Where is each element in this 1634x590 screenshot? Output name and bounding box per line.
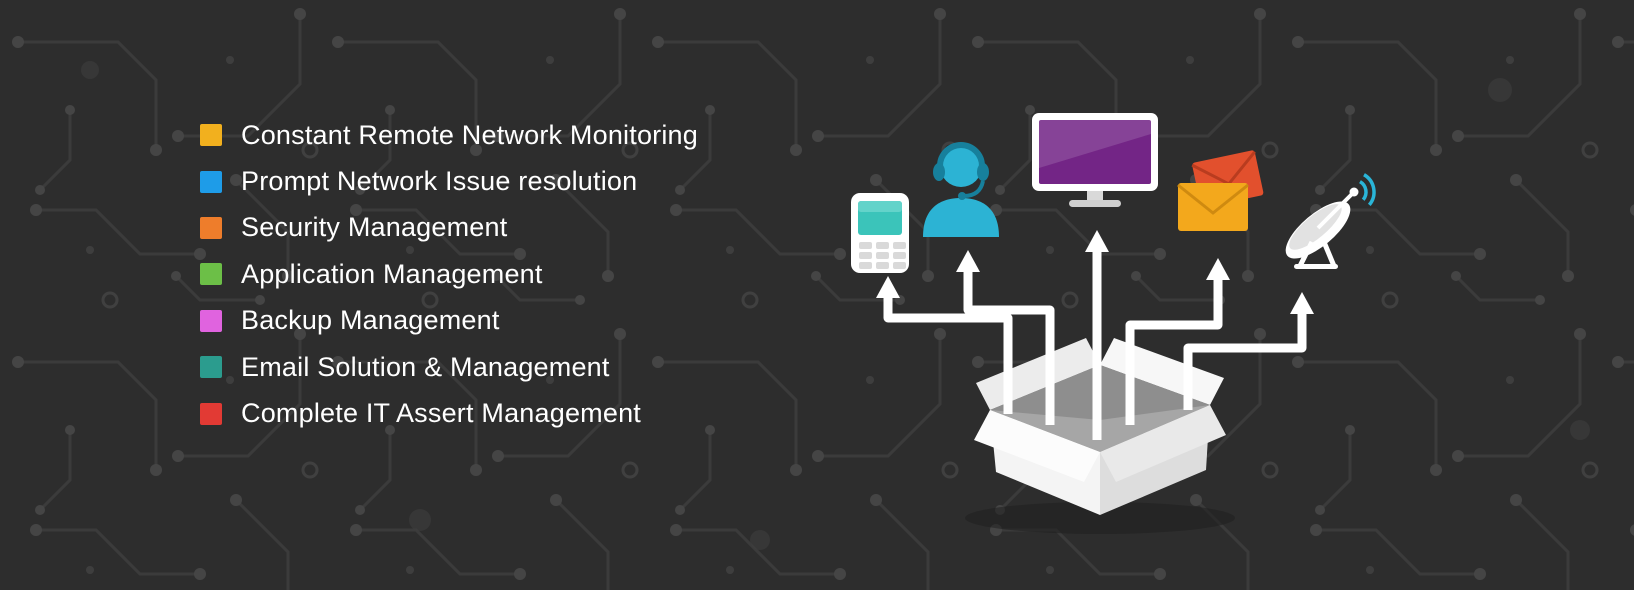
service-label: Security Management bbox=[241, 212, 508, 243]
support-agent-icon bbox=[923, 142, 999, 237]
bullet-square bbox=[200, 170, 222, 193]
list-item: Application Management bbox=[200, 251, 698, 297]
services-list: Constant Remote Network Monitoring Promp… bbox=[200, 112, 698, 437]
list-item: Prompt Network Issue resolution bbox=[200, 158, 698, 204]
list-item: Complete IT Assert Management bbox=[200, 390, 698, 436]
bullet-square bbox=[200, 216, 222, 239]
bullet-square bbox=[200, 263, 222, 286]
mobile-phone-icon bbox=[851, 193, 909, 273]
service-label: Email Solution & Management bbox=[241, 351, 610, 382]
list-item: Email Solution & Management bbox=[200, 344, 698, 390]
list-item: Backup Management bbox=[200, 298, 698, 344]
arrow-to-email bbox=[1125, 278, 1223, 425]
bullet-square bbox=[200, 356, 222, 379]
background-dots bbox=[81, 61, 1590, 550]
arrowhead-icon bbox=[1206, 258, 1230, 280]
arrow-to-phone bbox=[883, 292, 1013, 414]
open-box-front bbox=[974, 405, 1226, 515]
bullet-square bbox=[200, 309, 222, 332]
box-shadow bbox=[965, 502, 1235, 534]
list-item: Security Management bbox=[200, 205, 698, 251]
list-item: Constant Remote Network Monitoring bbox=[200, 112, 698, 158]
bullet-square bbox=[200, 402, 222, 425]
bullet-square bbox=[200, 124, 222, 147]
arrowhead-icon bbox=[1085, 230, 1109, 252]
arrowhead-icon bbox=[876, 276, 900, 298]
arrows bbox=[883, 248, 1307, 440]
monitor-icon bbox=[1032, 113, 1158, 207]
service-label: Prompt Network Issue resolution bbox=[241, 166, 638, 197]
service-label: Application Management bbox=[241, 258, 543, 289]
service-label: Constant Remote Network Monitoring bbox=[241, 119, 698, 150]
arrowhead-icon bbox=[1290, 292, 1314, 314]
services-illustration bbox=[851, 113, 1376, 534]
service-label: Backup Management bbox=[241, 305, 500, 336]
arrow-heads bbox=[876, 230, 1314, 314]
satellite-dish-icon bbox=[1285, 173, 1376, 269]
arrow-to-agent bbox=[963, 266, 1055, 425]
email-icon bbox=[1177, 150, 1264, 231]
arrowhead-icon bbox=[956, 250, 980, 272]
service-label: Complete IT Assert Management bbox=[241, 398, 641, 429]
signal-waves-icon bbox=[1358, 173, 1376, 207]
arrow-to-satellite bbox=[1183, 310, 1307, 410]
